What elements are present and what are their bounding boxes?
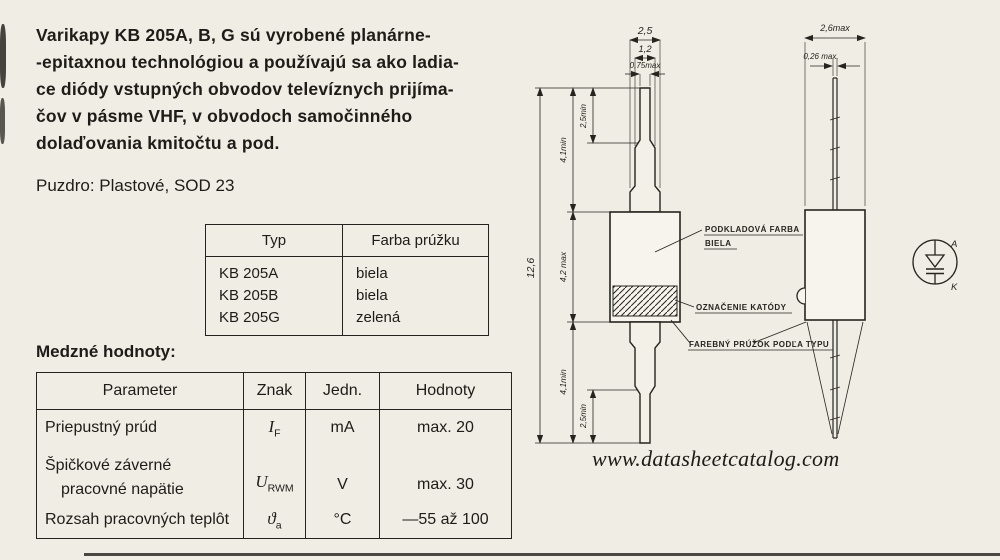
dim-label: 2,5	[637, 25, 653, 37]
cathode-bump	[796, 287, 806, 305]
limits-header-parameter: Parameter	[37, 373, 243, 410]
dim-label: 0,75max	[630, 61, 662, 70]
front-view-dim-labels: 2,5 1,2 0,75max 12,6 4,1min 2,5min 4,2 m…	[525, 25, 661, 429]
type-cell: KB 205A	[219, 265, 279, 282]
dim-label: 1,2	[638, 44, 652, 55]
side-view-dimensions: 2,6max 0,26 max.	[803, 23, 866, 206]
value-cell: max. 20	[379, 410, 511, 446]
callout-base-color: PODKLADOVÁ FARBA	[705, 225, 800, 234]
parameter-cell: Rozsah pracovných teplôt	[45, 511, 230, 528]
type-cell: KB 205G	[219, 309, 280, 326]
anode-label: A	[950, 239, 957, 250]
limits-table: Parameter Znak Jedn. Hodnoty Priepustný …	[36, 372, 512, 539]
scan-artifact	[0, 98, 5, 144]
parameter-cell: Priepustný prúd	[45, 419, 158, 436]
type-color-table: Typ Farba prúžku KB 205A biela KB 205B b…	[205, 224, 489, 336]
dim-label: 2,5min	[579, 403, 588, 429]
limits-header-jedn: Jedn.	[305, 373, 379, 410]
type-table-header-typ: Typ	[206, 225, 342, 257]
color-cell: biela	[342, 257, 488, 285]
value-cell: —55 až 100	[379, 502, 511, 538]
page-edge-line	[84, 553, 1000, 556]
front-view-outline	[609, 87, 681, 444]
limits-title: Medzné hodnoty:	[36, 342, 176, 361]
limits-header-hodnoty: Hodnoty	[379, 373, 511, 410]
dim-label: 2,5min	[579, 103, 588, 129]
package-line: Puzdro: Plastové, SOD 23	[36, 176, 235, 195]
intro-line: dolaďovania kmitočtu a pod.	[36, 133, 280, 153]
package-drawings: 2,5 1,2 0,75max 12,6 4,1min 2,5min 4,2 m…	[525, 23, 958, 444]
type-table-header-farba: Farba prúžku	[342, 225, 488, 257]
dim-label: 4,2 max	[558, 251, 568, 282]
side-view-outline	[796, 77, 866, 439]
scan-artifact	[0, 24, 6, 88]
callout-base-color-2: BIELA	[705, 239, 732, 248]
diode-symbol: A K	[912, 239, 958, 293]
symbol-cell: ϑa	[243, 502, 305, 538]
dim-label: 0,26 max.	[803, 52, 838, 61]
callout-cathode-mark: OZNAČENIE KATÓDY	[696, 303, 787, 312]
callout-color-stripe: FAREBNÝ PRÚŽOK PODĽA TYPU	[689, 340, 829, 349]
intro-line: -epitaxnou technológiou a používajú sa a…	[36, 52, 460, 72]
intro-line: čov v pásme VHF, v obvodoch samočinného	[36, 106, 413, 126]
unit-cell: mA	[305, 410, 379, 446]
color-cell: biela	[342, 284, 488, 307]
value-cell: max. 30	[379, 446, 511, 502]
parameter-cell: Špičkové záverné pracovné napätie	[45, 457, 184, 498]
unit-cell: °C	[305, 502, 379, 538]
symbol-cell: URWM	[243, 446, 305, 502]
cathode-label: K	[951, 282, 958, 293]
dim-label: 4,1min	[558, 137, 568, 163]
unit-cell: V	[305, 446, 379, 502]
type-cell: KB 205B	[219, 287, 279, 304]
dim-label: 4,1min	[558, 369, 568, 395]
intro-line: ce diódy vstupných obvodov televíznych p…	[36, 79, 454, 99]
intro-paragraph: Varikapy KB 205A, B, G sú vyrobené planá…	[36, 22, 506, 157]
limits-header-znak: Znak	[243, 373, 305, 410]
front-view-dimensions	[535, 36, 665, 444]
dim-label: 2,6max	[819, 23, 850, 33]
symbol-cell: IF	[243, 410, 305, 446]
front-view-callouts: PODKLADOVÁ FARBA BIELA OZNAČENIE KATÓDY …	[654, 225, 833, 351]
website-watermark: www.datasheetcatalog.com	[592, 446, 840, 471]
cathode-stripe-hatch	[612, 285, 678, 317]
dim-label: 12,6	[525, 258, 537, 279]
intro-line: Varikapy KB 205A, B, G sú vyrobené planá…	[36, 25, 431, 45]
color-cell: zelená	[342, 306, 488, 335]
